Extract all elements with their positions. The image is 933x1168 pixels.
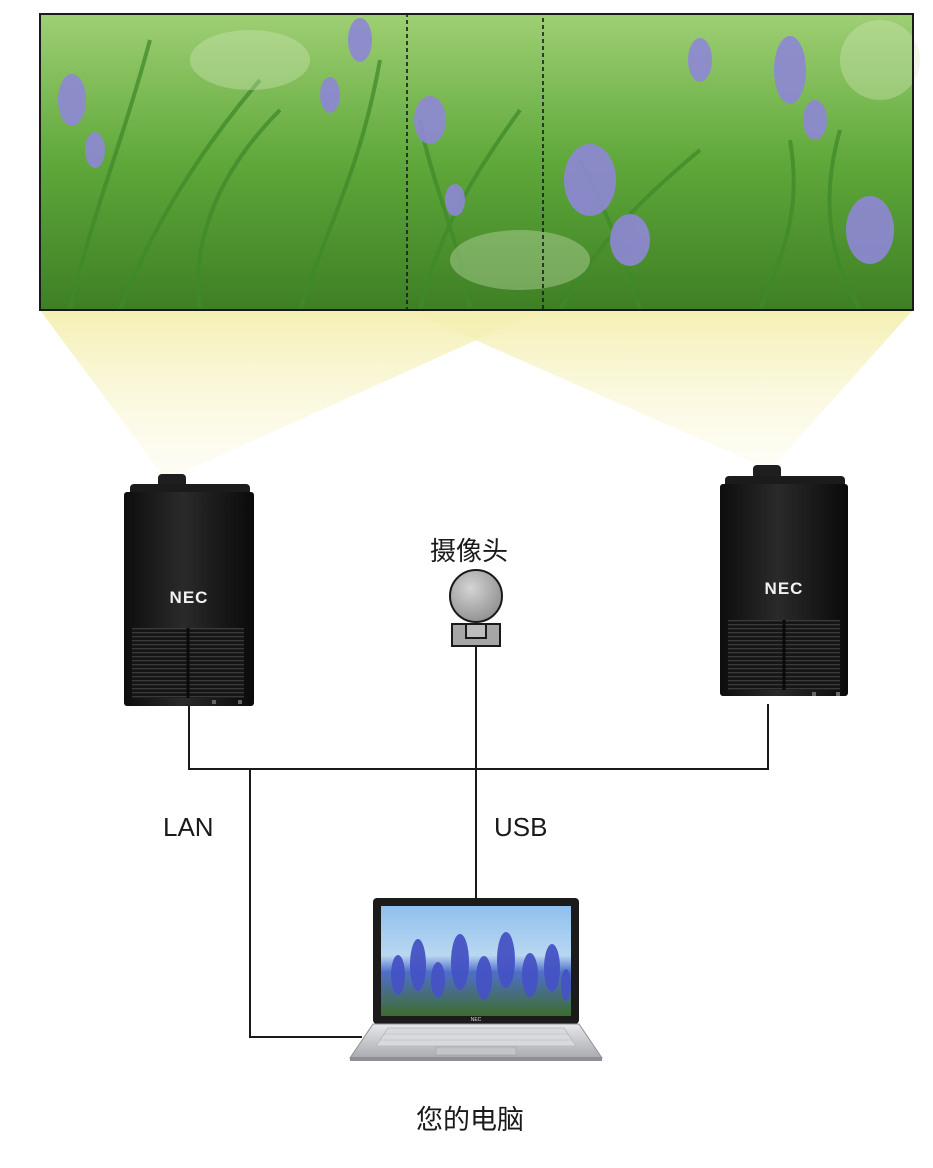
laptop-display bbox=[381, 906, 571, 1016]
left-projector: NEC bbox=[124, 474, 254, 706]
lavender-flowers bbox=[58, 18, 894, 266]
computer-label: 您的电脑 bbox=[416, 1105, 524, 1136]
projection-screen bbox=[39, 13, 920, 312]
left-projector-brand: NEC bbox=[170, 588, 209, 607]
right-projection-beam bbox=[407, 310, 913, 470]
soft-highlights bbox=[190, 20, 920, 290]
cables bbox=[188, 646, 769, 1038]
right-projector: NEC bbox=[720, 465, 848, 696]
edge-blend-overlap-region bbox=[406, 13, 544, 311]
screen-image-background bbox=[40, 14, 913, 310]
webcam-icon bbox=[449, 569, 503, 647]
lan-cable bbox=[249, 769, 362, 1038]
usb-label: USB bbox=[494, 812, 548, 842]
laptop-brand: NEC bbox=[471, 1017, 482, 1023]
lan-label: LAN bbox=[163, 812, 214, 842]
laptop-keyboard bbox=[375, 1027, 577, 1047]
laptop-display-flowers bbox=[391, 932, 571, 1001]
left-projection-beam bbox=[40, 310, 543, 480]
right-projector-brand: NEC bbox=[765, 579, 804, 598]
camera-label: 摄像头 bbox=[430, 537, 509, 567]
left-projector-cable bbox=[188, 704, 769, 770]
laptop-icon: NEC bbox=[349, 898, 603, 1061]
laptop-touchpad bbox=[435, 1046, 517, 1056]
projection-beams bbox=[40, 310, 913, 480]
